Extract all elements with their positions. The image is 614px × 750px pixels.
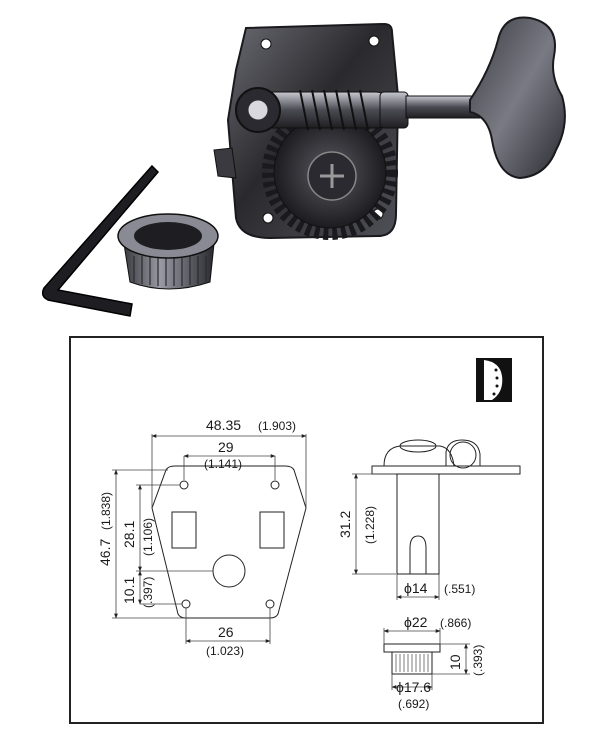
dim-hole-spacing-bottom-in: (1.023) <box>206 644 244 658</box>
bushing-side-view <box>383 643 441 675</box>
product-photo <box>41 16 566 317</box>
plate-screw-hole <box>260 38 272 50</box>
dim-hole-vertical-in: (1.106) <box>141 518 155 556</box>
dim-post-diameter-in: (.551) <box>444 582 475 596</box>
dim-plate-width: 48.35 <box>206 417 241 433</box>
dim-bushing-diameter: ϕ22 <box>404 614 428 630</box>
dim-bushing-diameter-in: (.866) <box>440 616 471 630</box>
tuner-key <box>469 16 566 180</box>
dim-hole-spacing-top: 29 <box>218 439 234 455</box>
dim-bushing-base-diameter: ϕ17.6 <box>396 679 431 695</box>
allen-key <box>41 164 160 317</box>
dim-bushing-base-diameter-in: (.692) <box>398 697 429 711</box>
dim-post-offset: 10.1 <box>121 577 137 604</box>
plate-outline <box>151 465 307 619</box>
bushing <box>117 213 219 290</box>
dim-bushing-height: 10 <box>447 654 463 670</box>
drawing-frame <box>69 336 544 724</box>
dim-hole-vertical: 28.1 <box>121 521 137 548</box>
post-side-view <box>371 439 521 575</box>
plate-screw-hole <box>368 35 380 47</box>
dim-bushing-height-in: (.393) <box>471 645 485 676</box>
headstock-icon <box>476 358 512 402</box>
tuning-machine <box>213 16 566 240</box>
plate-screw-hole <box>262 212 274 224</box>
dim-plate-height-in: (1.838) <box>99 492 113 530</box>
dim-hole-spacing-top-in: (1.141) <box>204 457 242 471</box>
dim-plate-height: 46.7 <box>97 539 113 566</box>
dim-plate-width-in: (1.903) <box>258 419 296 433</box>
dim-post-length-in: (1.228) <box>363 506 377 544</box>
dim-hole-spacing-bottom: 26 <box>218 624 234 640</box>
dim-post-length: 31.2 <box>337 511 353 538</box>
dim-post-diameter: ϕ14 <box>404 580 428 596</box>
dim-post-offset-in: (.397) <box>141 577 155 608</box>
